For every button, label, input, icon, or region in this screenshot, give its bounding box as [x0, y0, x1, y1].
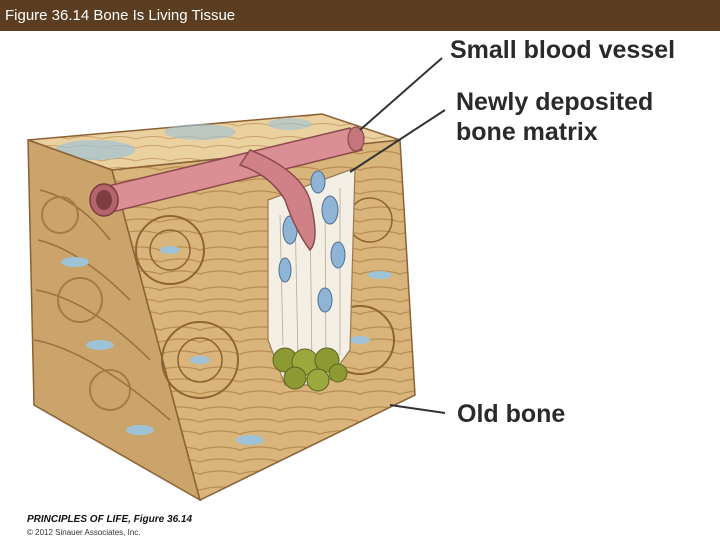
old-bone-leader-line: [389, 404, 446, 414]
label-old-bone: Old bone: [457, 400, 566, 428]
osteoclast-cluster: [272, 347, 348, 392]
small-blood-vessel: [89, 126, 365, 252]
vessel-leader-line: [359, 57, 443, 131]
copyright-notice: © 2012 Sinauer Associates, Inc.: [27, 528, 141, 537]
label-small-blood-vessel: Small blood vessel: [450, 36, 676, 64]
figure-title: Figure 36.14 Bone Is Living Tissue: [5, 7, 236, 24]
title-bar: Figure 36.14 Bone Is Living Tissue: [0, 0, 720, 31]
label-newly-deposited: Newly deposited: [456, 88, 654, 116]
label-bone-matrix: bone matrix: [456, 118, 598, 146]
matrix-leader-line: [349, 109, 446, 173]
figure-credit: PRINCIPLES OF LIFE, Figure 36.14: [27, 514, 193, 525]
